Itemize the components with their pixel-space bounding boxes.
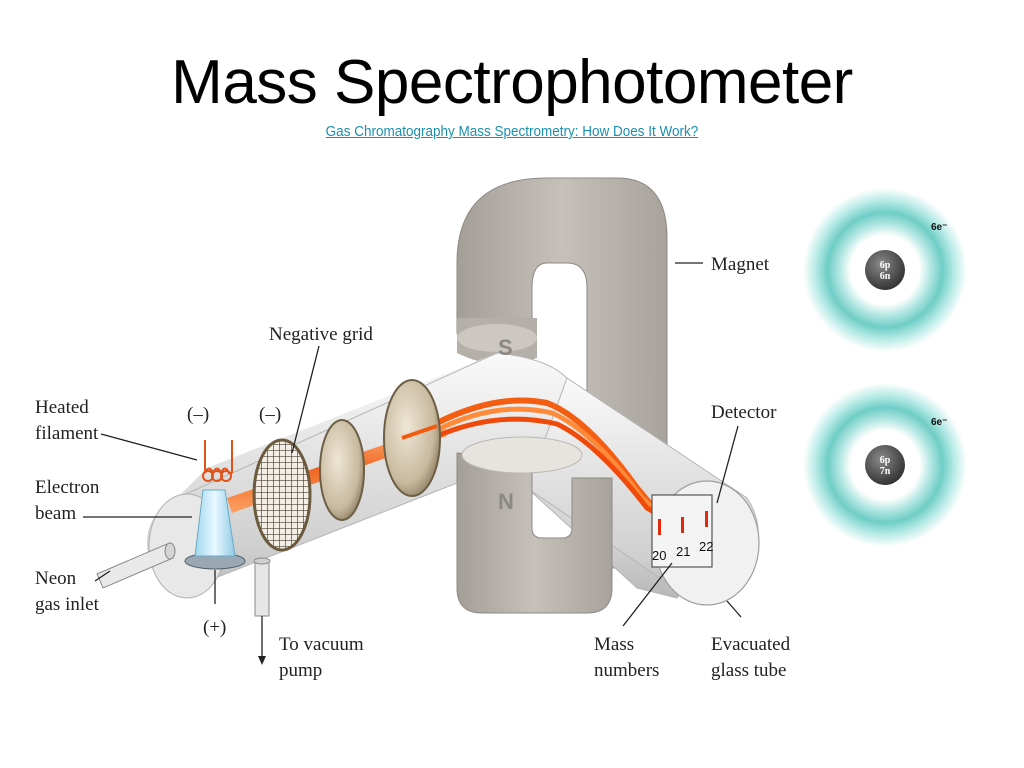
heated-filament-coil	[204, 440, 233, 476]
label-neon-inlet-line2: gas inlet	[35, 594, 100, 615]
carbon-12-atom: 6p 6n 6e⁻	[803, 188, 967, 352]
nucleus-icon	[865, 250, 905, 290]
label-detector: Detector	[711, 402, 777, 423]
mass-spectrometer-diagram: 20 21 22 S N Magnet Negative grid (–) (–…	[27, 168, 802, 699]
carbon-13-atom: 6p 7n 6e⁻	[803, 383, 967, 547]
label-vacuum-line2: pump	[279, 660, 322, 681]
label-electron-beam-line2: beam	[35, 503, 76, 524]
atom-models-panel: 6p 6n 6e⁻ 6p 7n 6e⁻	[803, 180, 977, 550]
label-glass-tube-line2: glass tube	[711, 660, 786, 681]
negative-grid	[252, 438, 312, 552]
electron-beam-cone	[194, 489, 236, 557]
symbol-negative-1: (–)	[187, 404, 209, 425]
ion-beam-curved-20	[435, 397, 670, 526]
south-pole-label: S	[498, 335, 513, 360]
label-neon-inlet-line1: Neon	[35, 568, 77, 589]
nucleus-icon	[865, 445, 905, 485]
mass-number-22: 22	[699, 539, 713, 554]
detector-mark-21	[681, 517, 684, 533]
page-title: Mass Spectrophotometer	[171, 48, 853, 117]
label-mass-numbers-line2: numbers	[594, 660, 659, 681]
label-heated-filament-line1: Heated	[35, 397, 89, 418]
atom1-protons: 6p	[880, 260, 891, 271]
mass-number-21: 21	[676, 544, 690, 559]
vacuum-pipe	[254, 560, 270, 617]
accelerator-disc-2	[383, 379, 441, 497]
source-link[interactable]: Gas Chromatography Mass Spectrometry: Ho…	[325, 123, 699, 140]
atom1-electrons: 6e⁻	[931, 222, 947, 233]
ion-beam-curved-22	[436, 416, 689, 535]
ion-beam-curved-21	[435, 406, 679, 530]
mass-number-20: 20	[652, 548, 666, 563]
symbol-positive: (+)	[203, 617, 226, 638]
detector-mark-22	[705, 511, 708, 527]
label-heated-filament-line2: filament	[35, 423, 99, 444]
accelerator-disc-1	[319, 419, 365, 521]
label-negative-grid: Negative grid	[269, 324, 373, 345]
label-magnet: Magnet	[711, 254, 770, 275]
atom1-neutrons: 6n	[880, 271, 891, 282]
detector-mark-20	[658, 519, 661, 535]
label-vacuum-line1: To vacuum	[279, 634, 364, 655]
magnet-north-pole	[456, 452, 613, 614]
label-mass-numbers-line1: Mass	[594, 634, 634, 655]
label-electron-beam-line1: Electron	[35, 477, 100, 498]
atom2-protons: 6p	[880, 455, 891, 466]
label-glass-tube-line1: Evacuated	[711, 634, 791, 655]
atom2-electrons: 6e⁻	[931, 417, 947, 428]
atom2-neutrons: 7n	[880, 466, 891, 477]
north-pole-label: N	[498, 489, 514, 514]
symbol-negative-2: (–)	[259, 404, 281, 425]
